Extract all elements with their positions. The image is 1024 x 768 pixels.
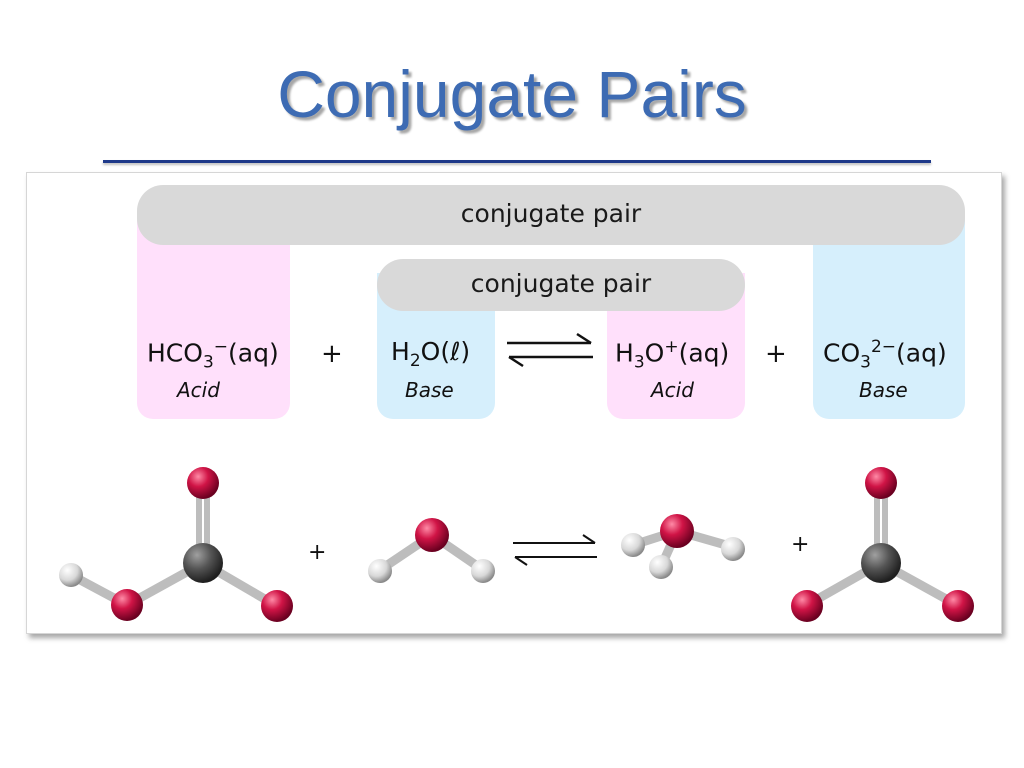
species-water: H2O(ℓ) [391,337,471,371]
role-label-acid: Acid [177,378,220,402]
bicarbonate-model-icon [59,467,293,622]
acid-column-bicarbonate [137,213,290,419]
role-label-base: Base [405,378,454,402]
equilibrium-arrows-icon [513,534,597,566]
conjugate-pairs-figure: conjugate pair conjugate pair HCO3−(aq) … [26,172,1002,634]
inner-conjugate-pair-label: conjugate pair [377,259,745,311]
slide-title: Conjugate Pairs [277,57,747,131]
plus-sign: + [308,540,326,565]
title-underline [103,160,931,163]
molecule-models: + + [59,467,974,622]
carbonate-model-icon [791,467,974,622]
hydronium-model-icon [621,514,745,579]
base-column-carbonate [813,213,965,419]
water-model-icon [368,518,495,583]
species-hydronium: H3O+(aq) [615,337,730,373]
plus-sign: + [791,532,809,557]
outer-conjugate-pair-label: conjugate pair [137,185,965,245]
plus-sign: + [765,339,787,369]
species-carbonate: CO32−(aq) [823,337,947,373]
plus-sign: + [321,339,343,369]
equilibrium-arrows-icon [507,332,593,368]
species-bicarbonate: HCO3−(aq) [147,337,279,373]
role-label-base: Base [859,378,908,402]
role-label-acid: Acid [651,378,694,402]
